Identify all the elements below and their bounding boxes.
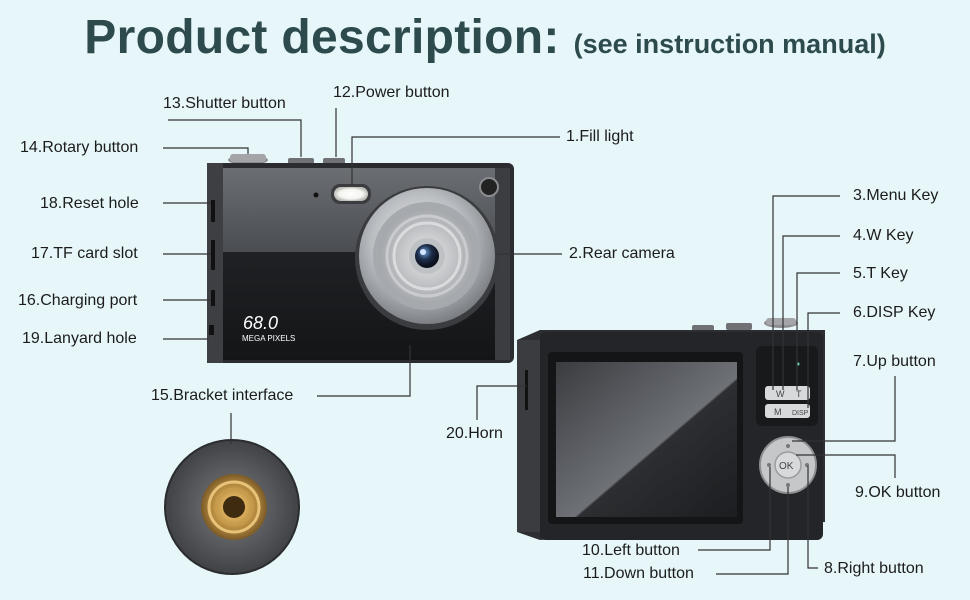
back-top-key-b xyxy=(726,323,752,330)
front-right-edge xyxy=(495,168,510,360)
camera-back: W T M DISP OK xyxy=(517,318,825,540)
label-rotary-button: 14.Rotary button xyxy=(20,139,139,156)
leader-horn xyxy=(476,385,526,420)
label-disp-key: 6.DISP Key xyxy=(853,304,936,321)
leader-disp xyxy=(807,312,840,408)
t-key-label: T xyxy=(796,389,802,399)
label-horn: 20.Horn xyxy=(446,425,503,442)
label-charging-port: 16.Charging port xyxy=(18,292,138,309)
mic-dot xyxy=(313,192,319,198)
sensor-window xyxy=(479,177,499,197)
label-bracket-interface: 15.Bracket interface xyxy=(151,387,294,404)
lens-glint xyxy=(420,249,426,255)
leader-shutter xyxy=(168,119,302,157)
back-top-key-a xyxy=(692,325,714,331)
label-menu-key: 3.Menu Key xyxy=(853,187,939,204)
power-key xyxy=(323,158,345,164)
reset-hole-slot xyxy=(211,200,215,222)
page-subtitle: (see instruction manual) xyxy=(573,29,886,59)
ok-key-label: OK xyxy=(779,461,794,472)
charging-port-opening xyxy=(211,290,215,306)
disp-key-label: DISP xyxy=(792,410,809,417)
camera-front: 68.0 MEGA PIXELS xyxy=(207,154,514,363)
ok-key xyxy=(774,451,802,479)
label-t-key: 5.T Key xyxy=(853,265,908,282)
bracket-closeup xyxy=(164,439,300,575)
leader-down xyxy=(716,487,789,575)
wt-key-plate xyxy=(765,386,810,400)
shutter-key xyxy=(288,158,314,164)
fill-light xyxy=(334,187,368,201)
leader-bracket xyxy=(317,345,411,397)
leader-w xyxy=(782,235,840,390)
brass-thread-b xyxy=(214,487,254,527)
label-left-button: 10.Left button xyxy=(582,542,680,559)
leader-right xyxy=(807,466,818,569)
md-key-plate xyxy=(765,404,810,418)
m-key-label: M xyxy=(774,407,782,417)
back-side-edge xyxy=(517,340,540,532)
label-tf-card-slot: 17.TF card slot xyxy=(31,245,138,262)
megapixels-value: 68.0 xyxy=(243,313,278,333)
leader-menu xyxy=(772,195,840,390)
leader-up xyxy=(792,376,896,442)
page-title: Product description: xyxy=(84,11,560,64)
label-lanyard-hole: 19.Lanyard hole xyxy=(22,330,137,347)
label-power-button: 12.Power button xyxy=(333,84,450,101)
label-right-button: 8.Right button xyxy=(824,560,924,577)
label-shutter-button: 13.Shutter button xyxy=(163,95,286,112)
w-key-label: W xyxy=(776,389,785,399)
dpad-down-mark xyxy=(786,483,790,487)
brass-hole xyxy=(223,496,245,518)
rotary-dial-top xyxy=(230,154,266,162)
back-rotary-dial-top xyxy=(766,318,796,325)
leader-lines xyxy=(163,108,896,575)
dpad-up-mark xyxy=(786,444,790,448)
lens-glass xyxy=(415,244,439,268)
dpad-left-mark xyxy=(767,463,771,467)
label-w-key: 4.W Key xyxy=(853,227,914,244)
leader-fill-light xyxy=(351,136,560,185)
lanyard-hole-opening xyxy=(209,325,214,335)
brass-thread-a xyxy=(207,480,261,534)
leader-rotary xyxy=(163,147,249,154)
leader-t xyxy=(796,272,840,390)
lens-groove-a xyxy=(385,214,469,298)
label-rear-camera: 2.Rear camera xyxy=(569,245,675,262)
label-reset-hole: 18.Reset hole xyxy=(40,195,139,212)
header: Product description: (see instruction man… xyxy=(0,10,970,65)
leader-left xyxy=(698,467,771,551)
label-fill-light: 1.Fill light xyxy=(566,128,634,145)
label-ok-button: 9.OK button xyxy=(855,484,941,501)
label-up-button: 7.Up button xyxy=(853,353,936,370)
leader-ok xyxy=(796,454,896,478)
label-down-button: 11.Down button xyxy=(583,565,694,582)
lens-groove-b xyxy=(392,221,462,291)
tf-card-slot-opening xyxy=(211,240,215,270)
back-screen xyxy=(556,362,737,517)
horn-slot xyxy=(525,370,528,410)
megapixels-caption: MEGA PIXELS xyxy=(242,334,295,343)
bracket-plate-edge xyxy=(164,439,300,575)
